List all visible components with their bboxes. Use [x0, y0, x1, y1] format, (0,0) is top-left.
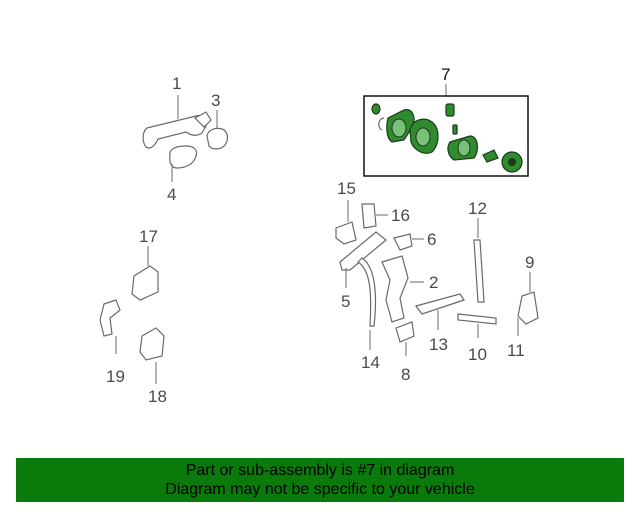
part-rear-lock[interactable] — [139, 327, 165, 361]
part-handle-protector[interactable] — [169, 145, 198, 169]
callout-19: 19 — [106, 367, 125, 386]
part-rod[interactable] — [357, 257, 377, 327]
callout-13: 13 — [429, 335, 448, 354]
callout-17: 17 — [139, 227, 158, 246]
part-outer-rod[interactable] — [414, 293, 465, 315]
info-banner: Part or sub-assembly is #7 in diagram Di… — [16, 458, 624, 502]
callout-8: 8 — [401, 365, 410, 384]
callout-14: 14 — [361, 353, 380, 372]
callout-18: 18 — [148, 387, 167, 406]
part-lock-cylinder-set[interactable] — [371, 103, 523, 173]
banner-line-2: Diagram may not be specific to your vehi… — [165, 481, 475, 498]
callout-9: 9 — [525, 253, 534, 272]
part-long-rod[interactable] — [473, 239, 485, 303]
part-rear-hinge[interactable] — [99, 299, 121, 337]
part-striker[interactable] — [335, 221, 357, 245]
part-handle-cap[interactable] — [206, 127, 228, 150]
part-lower-rod[interactable] — [457, 313, 497, 325]
part-clip[interactable] — [393, 233, 413, 251]
part-rear-latch[interactable] — [131, 265, 159, 301]
part-small-bracket[interactable] — [395, 321, 415, 343]
callout-11: 11 — [507, 341, 525, 360]
callout-15: 15 — [337, 179, 356, 198]
part-reinforcement[interactable] — [339, 231, 387, 271]
callout-5: 5 — [341, 292, 350, 311]
callout-2: 2 — [429, 273, 438, 292]
callout-3: 3 — [211, 91, 220, 110]
callout-12: 12 — [468, 199, 487, 218]
part-latch-cover[interactable] — [517, 291, 539, 325]
part-plate[interactable] — [361, 203, 377, 229]
callout-16: 16 — [391, 206, 410, 225]
callout-10: 10 — [468, 345, 487, 364]
callout-1: 1 — [172, 74, 181, 93]
part-outside-handle[interactable] — [142, 111, 212, 149]
banner-line-1: Part or sub-assembly is #7 in diagram — [185, 462, 455, 479]
callout-4: 4 — [167, 185, 176, 204]
callout-7: 7 — [441, 65, 450, 84]
part-latch-bracket[interactable] — [381, 255, 409, 323]
callout-6: 6 — [427, 230, 436, 249]
